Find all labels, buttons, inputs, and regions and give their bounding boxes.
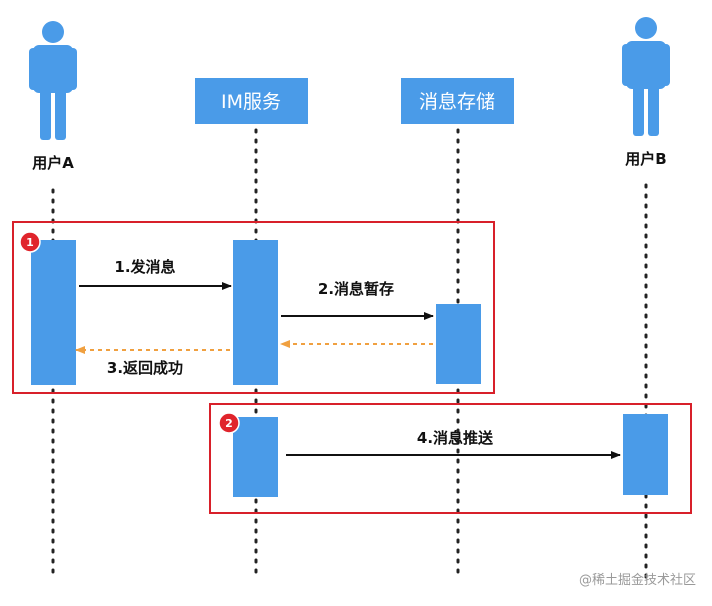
phase-1-frame [12, 221, 495, 394]
label-push-message: 4.消息推送 [417, 429, 494, 447]
phase-1-badge [19, 231, 41, 253]
activation-user-b [623, 414, 668, 495]
phase-1-number: 1 [26, 236, 34, 249]
activation-user-a [31, 240, 76, 385]
user-b-figure-icon [622, 17, 670, 136]
phase-2-frame [209, 403, 692, 514]
user-a-figure-icon [29, 21, 77, 140]
label-ack: 3.返回成功 [107, 359, 183, 377]
activation-storage [436, 304, 481, 384]
phase-2-badge [218, 412, 240, 434]
im-service-box [195, 78, 308, 124]
storage-label: 消息存储 [419, 91, 495, 113]
storage-box [401, 78, 514, 124]
activation-im-phase1 [233, 240, 278, 385]
activation-im-phase2 [233, 417, 278, 497]
phase-2-number: 2 [225, 417, 233, 430]
user-b-label: 用户B [625, 150, 666, 168]
user-a-label: 用户A [32, 154, 74, 172]
watermark: @稀土掘金技术社区 [579, 572, 696, 588]
label-store-message: 2.消息暂存 [318, 280, 394, 298]
label-send-message: 1.发消息 [114, 258, 175, 276]
im-service-label: IM服务 [221, 91, 281, 113]
